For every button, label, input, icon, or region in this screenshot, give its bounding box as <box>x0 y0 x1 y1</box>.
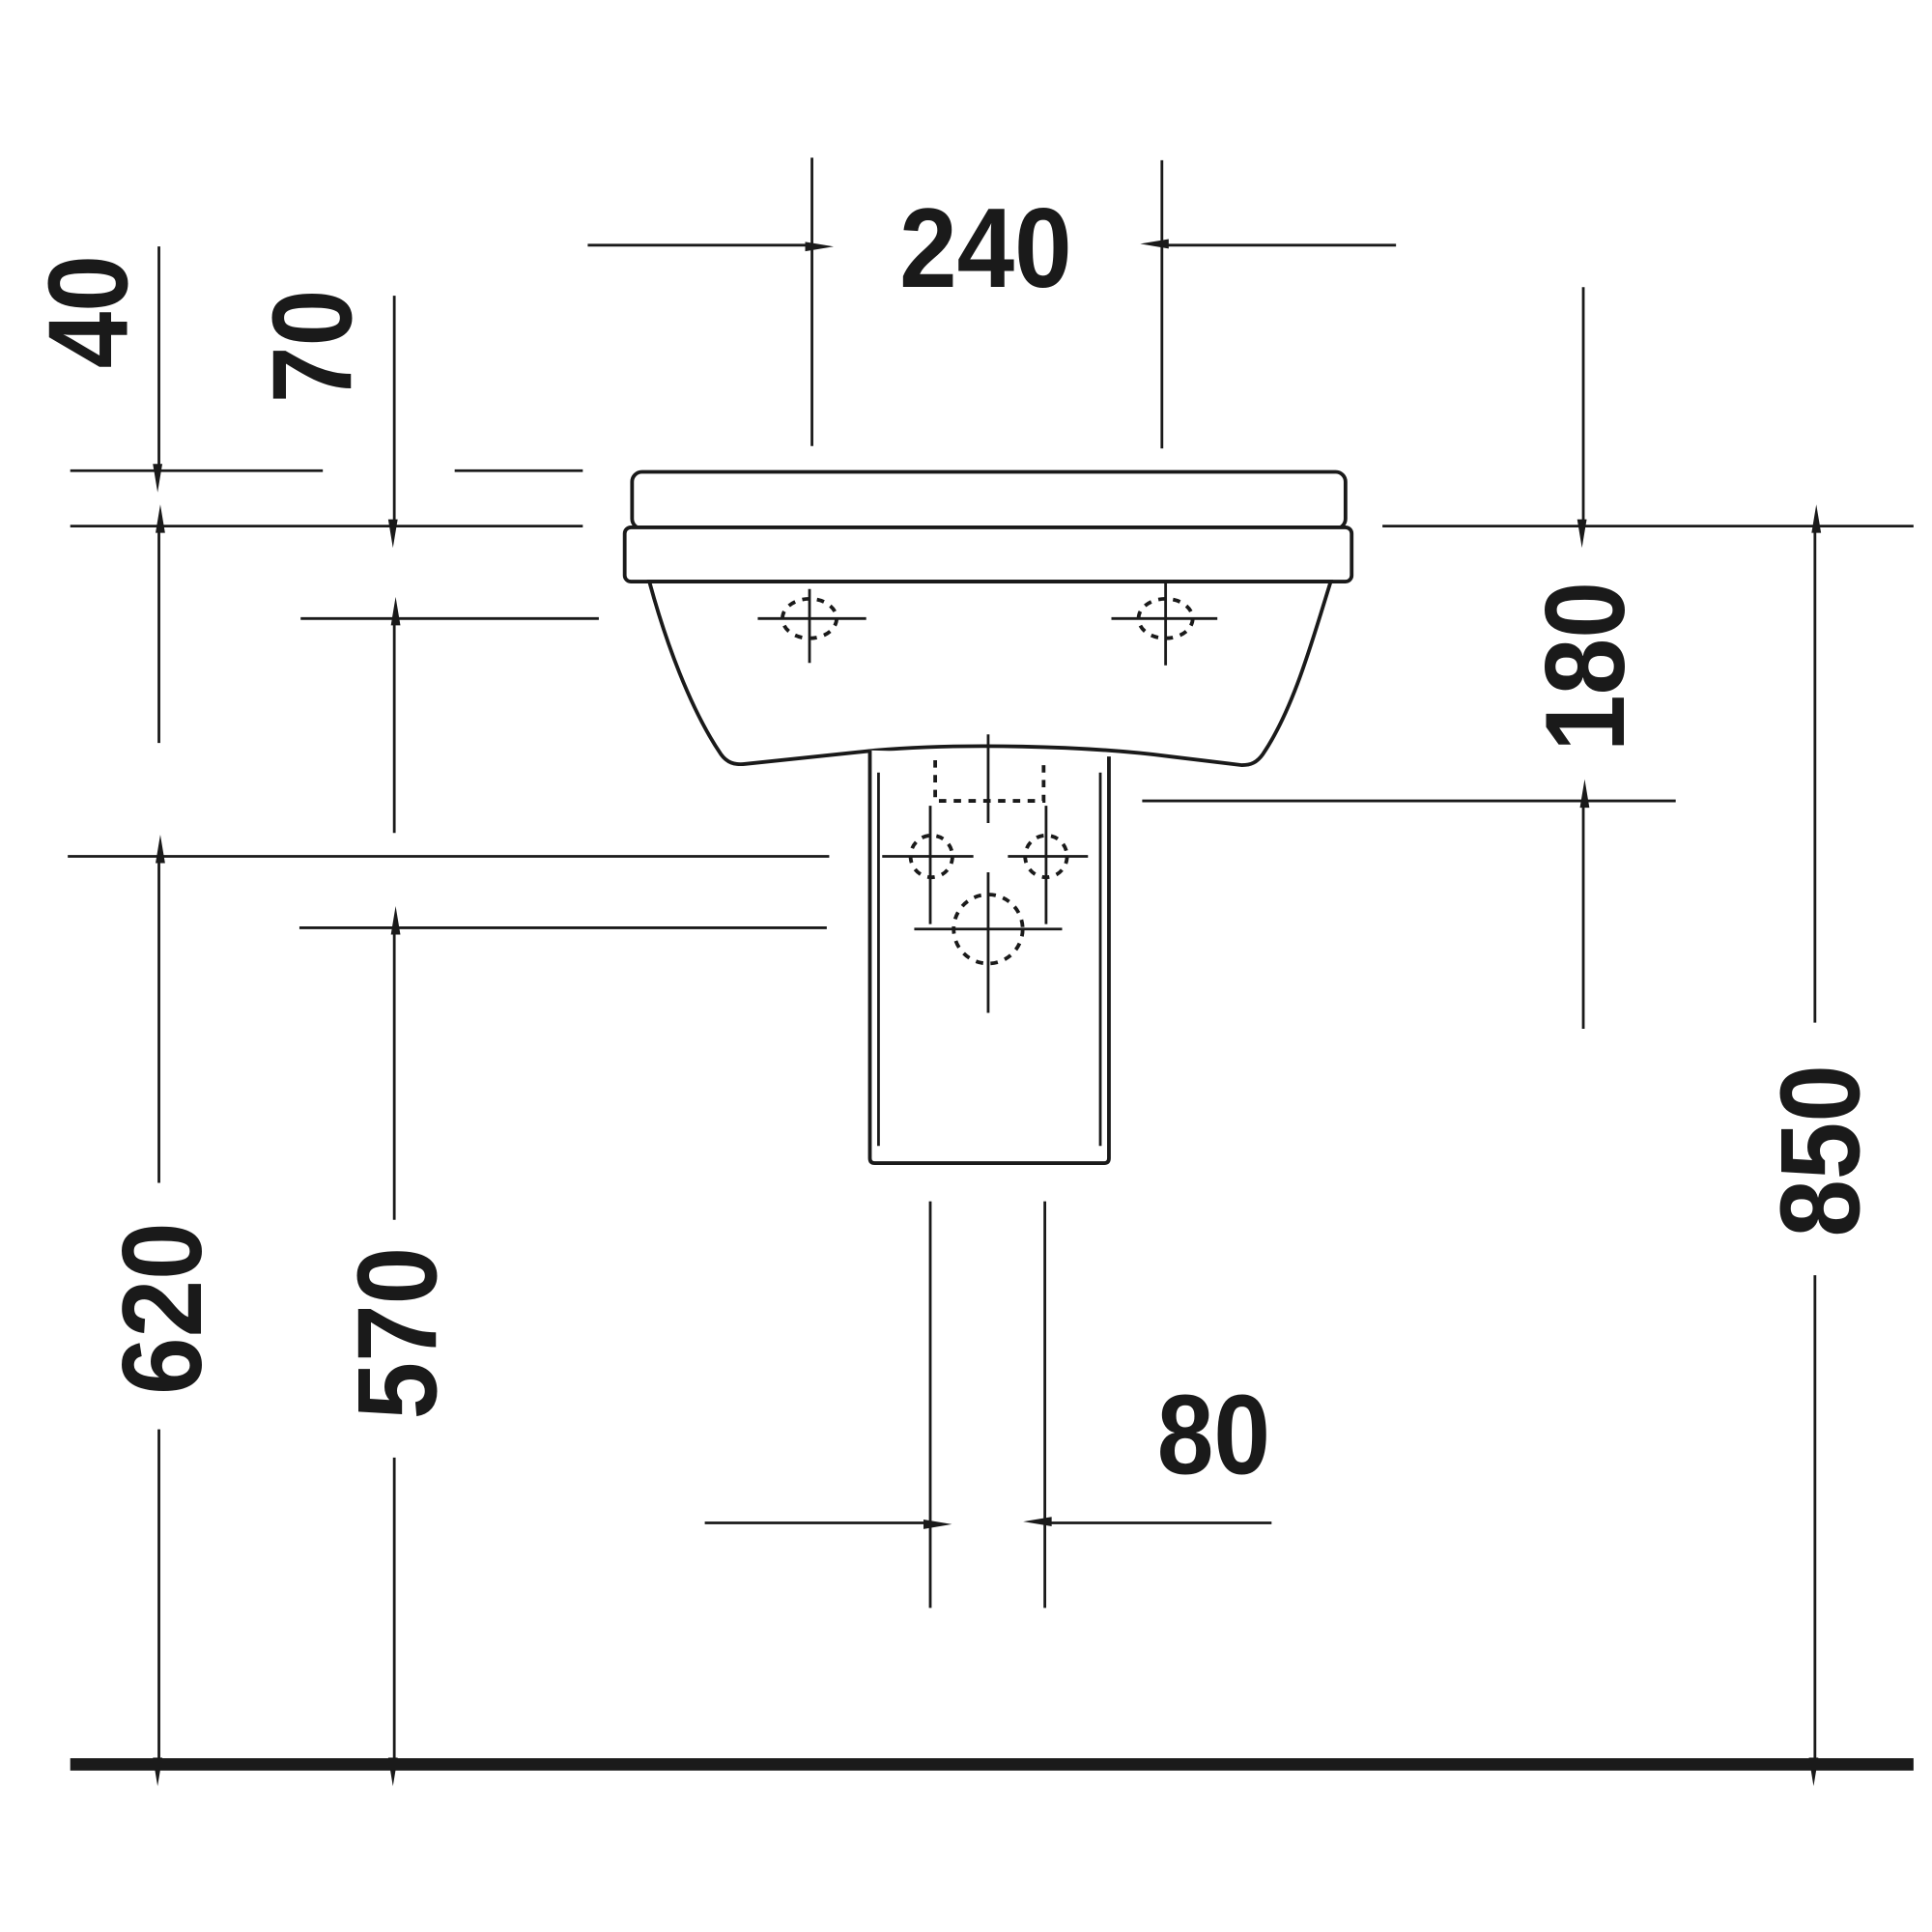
dimension-70: 70 <box>249 290 599 834</box>
semi-pedestal <box>867 734 1111 1165</box>
dimension-180: 180 <box>1142 287 1914 1030</box>
dimension-label: 620 <box>99 1222 225 1395</box>
dimension-80: 80 <box>704 1201 1272 1608</box>
dimension-570: 570 <box>298 906 827 1786</box>
tap-hole-right <box>1111 582 1218 666</box>
dimension-label: 80 <box>1157 1372 1270 1498</box>
washbasin <box>622 469 1354 768</box>
tap-hole-left <box>757 588 867 664</box>
dimension-label: 40 <box>24 255 151 368</box>
dimension-620: 620 <box>68 835 830 1786</box>
dimension-240: 240 <box>587 157 1397 449</box>
dimension-label: 570 <box>334 1247 461 1420</box>
dimension-label: 70 <box>249 290 376 403</box>
dimension-label: 240 <box>899 185 1072 311</box>
dimension-label: 180 <box>1521 582 1648 752</box>
dimension-label: 850 <box>1757 1065 1884 1237</box>
dimension-850: 850 <box>1757 504 1884 1786</box>
dimension-40: 40 <box>24 246 583 744</box>
